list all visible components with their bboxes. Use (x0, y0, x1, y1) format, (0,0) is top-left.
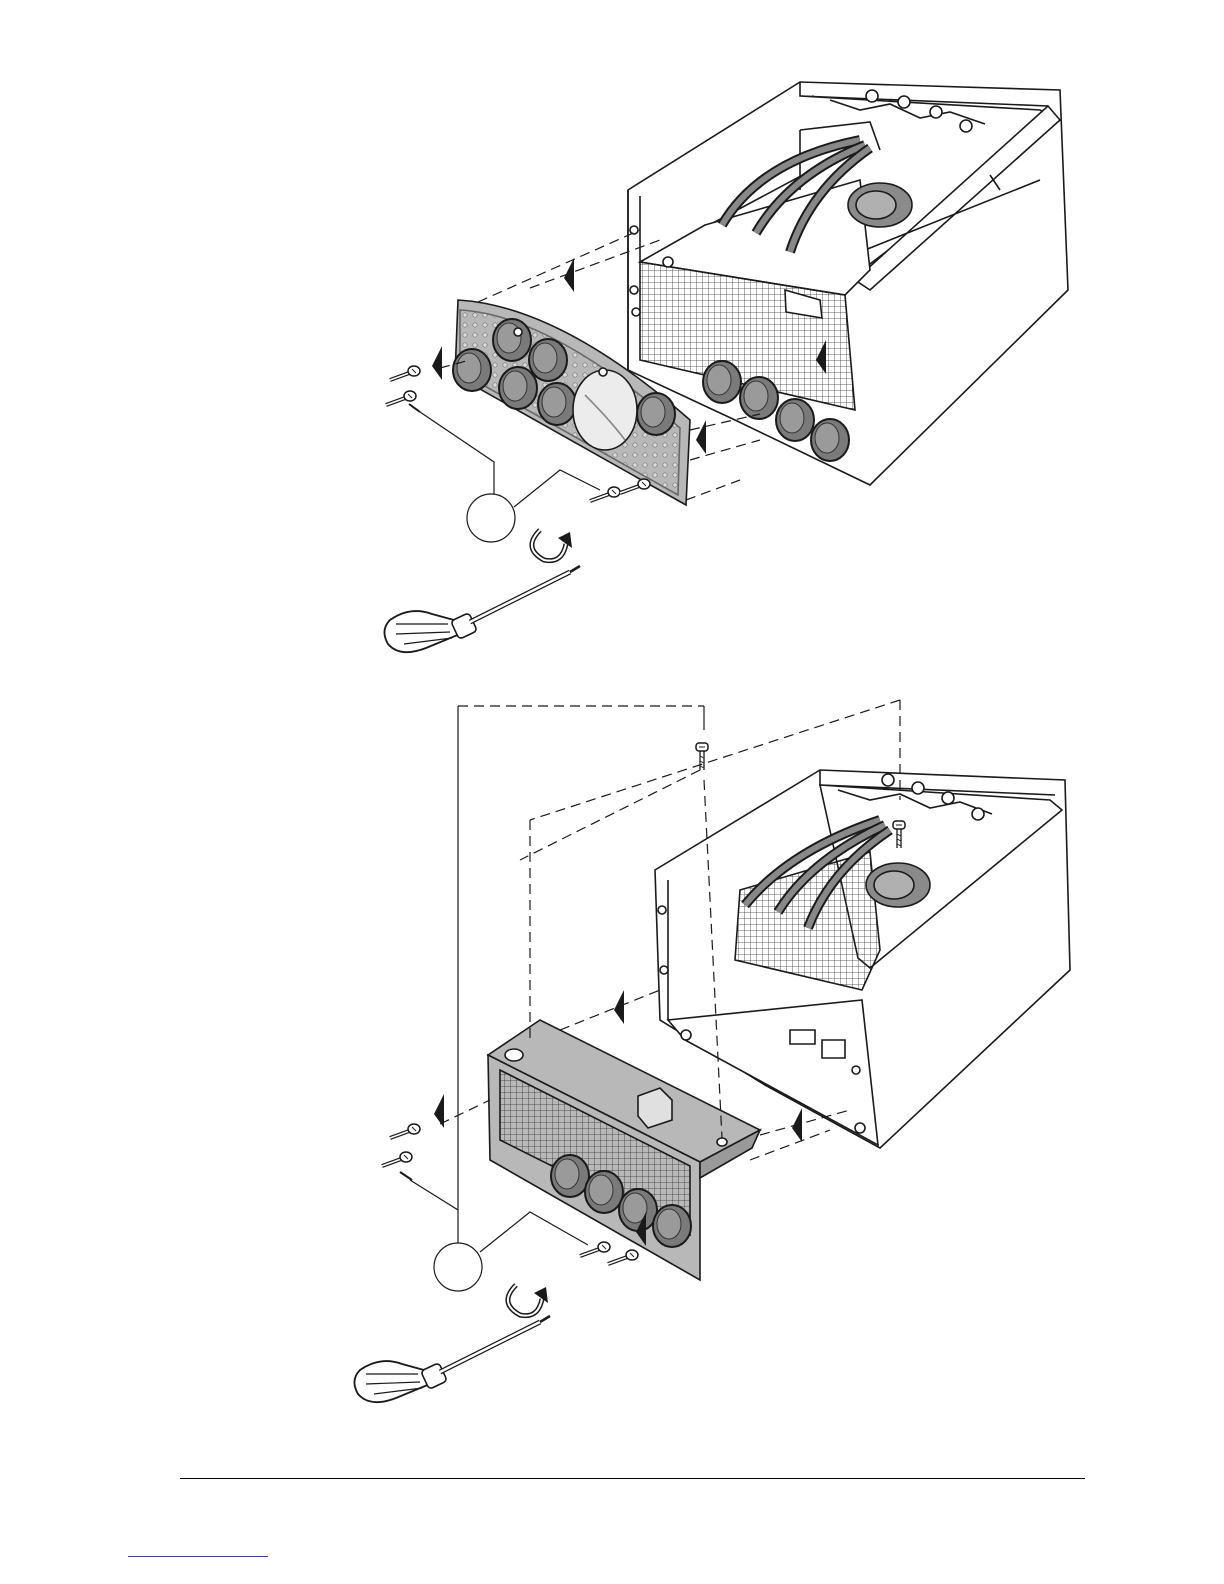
plate-gland-3 (529, 339, 567, 381)
housing-gland-4 (811, 419, 849, 461)
plate-gland-1 (453, 349, 491, 391)
screw-icon (620, 479, 650, 493)
plate-gland-4 (499, 367, 537, 409)
direction-arrow-6 (434, 1094, 444, 1128)
screw-icon (390, 1124, 420, 1138)
cover-gland-4 (653, 1205, 691, 1247)
screw-icon (590, 487, 620, 501)
screw-icon (608, 1250, 638, 1264)
screw-icon (390, 366, 420, 380)
screwdriver-icon (384, 566, 580, 652)
cover-gland-3 (619, 1189, 657, 1231)
plate-gland-2 (493, 319, 531, 361)
screw-icon (580, 1242, 610, 1256)
footer-rule (180, 1478, 1085, 1479)
screw-icon (386, 391, 416, 405)
housing-gland-1 (703, 361, 741, 403)
direction-arrow-5 (614, 990, 624, 1024)
cover-gland-2 (585, 1171, 623, 1213)
plate-gland-5 (538, 383, 576, 425)
direction-arrow-7 (792, 1108, 802, 1142)
plate-gland-6 (637, 393, 675, 435)
rotation-arrow-icon (508, 1285, 548, 1316)
box-cover-latch (638, 1088, 672, 1128)
screwdriver-icon (354, 1316, 550, 1402)
rotation-arrow-icon (532, 530, 572, 561)
page-link-underline[interactable] (128, 1556, 268, 1557)
housing-gland-3 (776, 399, 814, 441)
screw-icon (382, 1152, 412, 1166)
direction-arrow-3 (696, 420, 706, 454)
upper-assembly (628, 82, 1068, 485)
direction-arrow-2 (432, 346, 442, 380)
direction-arrow-1 (564, 258, 574, 292)
plate-large-opening (573, 370, 637, 450)
cover-gland-1 (551, 1155, 589, 1197)
housing-gland-2 (740, 377, 778, 419)
lower-assembly (655, 770, 1070, 1148)
